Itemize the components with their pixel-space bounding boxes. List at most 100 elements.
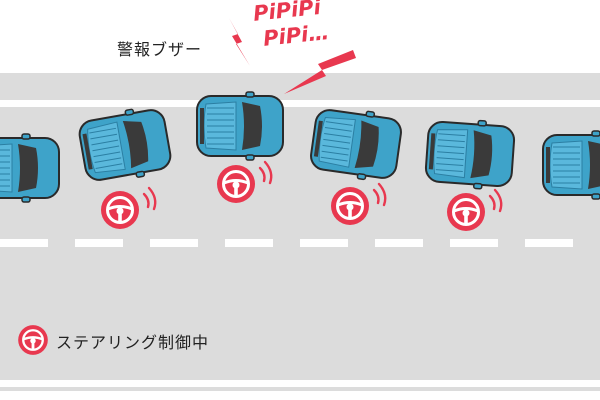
steering-wheel-rim [336, 192, 364, 220]
car-windshield [354, 120, 379, 169]
steering-wheel-spoke [107, 205, 133, 211]
wave-arc-outer [377, 182, 387, 207]
steering-wheel-column [31, 342, 35, 350]
car-position-5 [424, 119, 516, 190]
signal-waves-icon [258, 160, 273, 185]
steering-control-legend-label: ステアリング制御中 [56, 333, 210, 352]
wave-arc-inner [488, 194, 496, 211]
wave-arc-inner [258, 166, 266, 183]
steering-wheel-column [234, 187, 238, 196]
steering-wheel-hub [232, 181, 240, 189]
roof-rib [322, 144, 350, 150]
roof-rib [95, 163, 123, 169]
steering-alert-4 [447, 188, 503, 231]
car-mirror-left [245, 91, 255, 98]
lane-center-dashes [0, 239, 573, 247]
steering-wheel-column [464, 215, 468, 224]
steering-wheel-icon [18, 325, 48, 355]
car-position-4 [310, 109, 402, 181]
steering-wheel-spoke [23, 336, 43, 341]
roof-rib [437, 139, 465, 143]
lane-dash [375, 239, 423, 247]
roof-rib [91, 139, 119, 146]
car-rear-window [428, 133, 436, 170]
car-rear-window [82, 133, 93, 170]
car-position-2 [78, 108, 172, 181]
lightning-bolt-icon [229, 18, 250, 66]
steering-wheel-icon [101, 191, 139, 229]
roof-rib [320, 156, 348, 162]
car-windshield [588, 141, 600, 189]
roof-rib [93, 151, 121, 158]
car-mirror-right [21, 196, 31, 203]
steering-wheel-column [348, 209, 352, 218]
steering-wheel-hub [30, 338, 36, 344]
steering-wheel-rim [222, 170, 250, 198]
car-mirror-right [356, 173, 367, 181]
car-mirror-right [135, 170, 146, 178]
steering-wheel-spoke [453, 207, 479, 213]
car-mirror-right [245, 154, 255, 161]
roof-rib [90, 133, 118, 140]
lane-dash [450, 239, 498, 247]
lane-edge-line-top [0, 100, 600, 107]
steering-wheel-icon [217, 165, 255, 203]
car-mirror-left [591, 130, 600, 137]
lane-dash [150, 239, 198, 247]
signal-waves-icon [142, 186, 157, 211]
steering-wheel-icon [331, 187, 369, 225]
car-mirror-right [472, 182, 483, 190]
roof-rib [324, 132, 351, 138]
lane-dash [225, 239, 273, 247]
wave-arc-inner [372, 188, 380, 205]
steering-alert-2 [217, 160, 273, 203]
steering-wheel-icon [447, 193, 485, 231]
car-rear-window [200, 108, 204, 144]
lane-dash [525, 239, 573, 247]
roof-rib [435, 169, 463, 173]
roof-rib [438, 133, 466, 137]
car-mirror-left [365, 110, 376, 118]
wave-arc-inner [142, 192, 150, 209]
car-windshield [242, 102, 262, 150]
car-rear-window [546, 147, 550, 183]
car-windshield [18, 144, 38, 192]
steering-wheel-column [118, 213, 122, 222]
roof-rib [321, 150, 349, 156]
steering-wheel-rim [22, 329, 44, 351]
roof-rib [436, 163, 464, 167]
roof-rib [325, 121, 353, 126]
wave-arc-outer [147, 186, 157, 211]
car-position-6 [542, 130, 600, 200]
roof-rib [94, 157, 122, 164]
lane-dash [300, 239, 348, 247]
steering-wheel-hub [346, 203, 354, 211]
car-windshield [122, 121, 149, 169]
steering-wheel-rim [452, 198, 480, 226]
steering-wheel-hub [116, 207, 124, 215]
roof-rib [436, 157, 464, 161]
steering-wheel-spoke [337, 201, 363, 207]
car-mirror-right [591, 193, 600, 200]
lane-edge-line-bottom [0, 380, 600, 387]
roof-rib [324, 127, 352, 132]
car-windshield [470, 130, 493, 179]
roof-rib [437, 145, 465, 149]
car-mirror-left [477, 119, 487, 127]
car-mirror-left [21, 133, 31, 140]
car-position-3 [196, 91, 284, 161]
signal-waves-icon [372, 182, 387, 207]
steering-alert-3 [331, 182, 387, 225]
car-position-1 [0, 133, 60, 203]
steering-alert-1 [101, 186, 157, 229]
steering-wheel-hub [462, 209, 470, 217]
steering-wheel-spoke [223, 179, 249, 185]
roof-rib [89, 127, 117, 134]
signal-waves-icon [488, 188, 503, 213]
buzzer-label: 警報ブザー [117, 40, 203, 59]
lightning-bolt-icon [284, 50, 356, 94]
roof-rib [92, 145, 120, 152]
lane-dash [75, 239, 123, 247]
